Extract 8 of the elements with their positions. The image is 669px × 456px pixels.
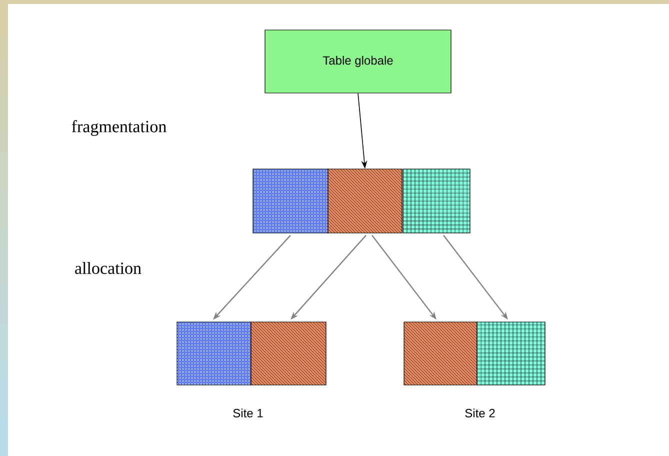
site-label: Site 2 xyxy=(465,408,495,418)
stage-label: fragmentation xyxy=(72,120,166,136)
fragment-box xyxy=(476,322,546,386)
fragment-box xyxy=(402,168,470,234)
stage-label: allocation xyxy=(75,262,142,274)
site-label: Site 1 xyxy=(233,408,263,418)
table-box: Table globale xyxy=(264,30,452,94)
fragment-box xyxy=(328,168,402,234)
